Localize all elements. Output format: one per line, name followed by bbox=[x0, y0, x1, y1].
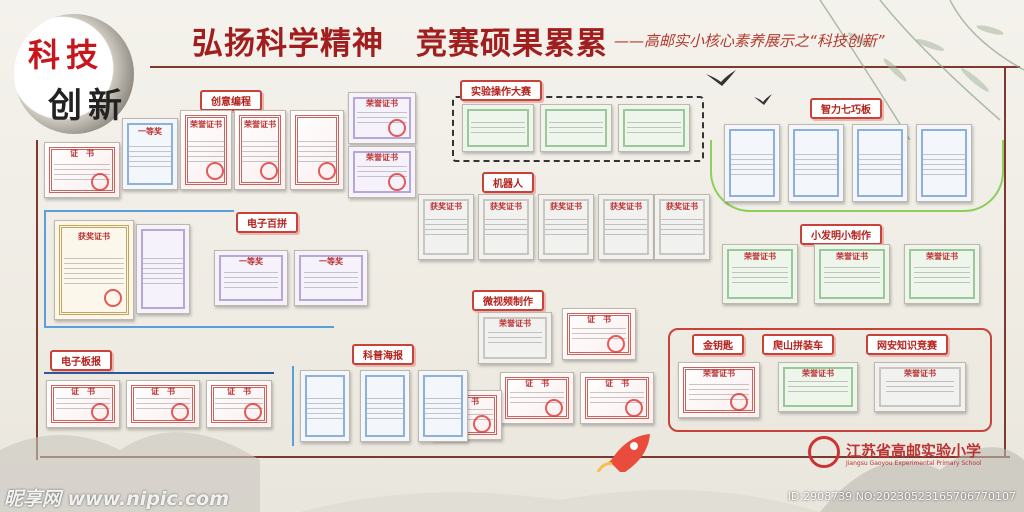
swallow-icon bbox=[706, 70, 736, 86]
science-poster-bracket bbox=[292, 366, 294, 446]
certificate: 荣誉证书 bbox=[348, 92, 416, 144]
frame-right-line bbox=[1004, 66, 1006, 456]
certificate: 证 书 bbox=[126, 380, 200, 428]
certificate: 获奖证书 bbox=[538, 194, 594, 260]
section-label-experiment: 实验操作大赛 bbox=[460, 80, 542, 101]
section-label-science-poster: 科普海报 bbox=[352, 344, 414, 365]
certificate: 一等奖 bbox=[294, 250, 368, 306]
certificate bbox=[724, 124, 780, 202]
certificate: 证 书 bbox=[206, 380, 272, 428]
certificate: 荣誉证书 bbox=[814, 244, 890, 304]
section-label-e-poster: 电子板报 bbox=[50, 350, 112, 371]
school-emblem-icon bbox=[808, 436, 840, 468]
school-name: 江苏省高邮实验小学 bbox=[846, 442, 982, 460]
watermark-id: ID:2908739 NO:20230523165706770107 bbox=[787, 490, 1016, 503]
certificate: 证 书 bbox=[46, 380, 120, 428]
seven-piece-group-outline bbox=[710, 140, 1004, 212]
experiment-group-outline bbox=[452, 96, 704, 162]
certificate: 荣誉证书 bbox=[904, 244, 980, 304]
section-label-safety-quiz: 网安知识竞赛 bbox=[866, 334, 948, 355]
certificate: 一等奖 bbox=[214, 250, 288, 306]
certificate bbox=[540, 104, 612, 152]
certificate bbox=[618, 104, 690, 152]
certificate bbox=[300, 370, 350, 442]
logo-char-ke: 科 bbox=[28, 36, 61, 74]
certificate bbox=[136, 224, 190, 314]
certificate: 获奖证书 bbox=[478, 194, 534, 260]
electronic-puzzle-bracket-top bbox=[44, 210, 234, 212]
certificate bbox=[916, 124, 972, 202]
logo-char-chuang: 创 bbox=[48, 86, 82, 126]
e-poster-bracket bbox=[44, 372, 274, 374]
certificate: 荣誉证书 bbox=[778, 362, 858, 412]
frame-top-line bbox=[150, 66, 1020, 68]
certificate: 荣誉证书 bbox=[722, 244, 798, 304]
certificate: 证 书 bbox=[562, 308, 636, 360]
certificate bbox=[462, 104, 534, 152]
frame-bottom-line bbox=[40, 456, 1010, 458]
certificate: 一等奖 bbox=[122, 118, 178, 190]
certificate: 证 书 bbox=[500, 372, 574, 424]
certificate: 获奖证书 bbox=[654, 194, 710, 260]
section-label-golden-key: 金钥匙 bbox=[692, 334, 744, 355]
section-label-creative-programming: 创意编程 bbox=[200, 90, 262, 111]
certificate: 荣誉证书 bbox=[874, 362, 966, 412]
certificate: 荣誉证书 bbox=[180, 110, 232, 190]
school-english-name: Jiangsu Gaoyou Experimental Primary Scho… bbox=[846, 460, 982, 467]
section-label-climbing-car: 爬山拼装车 bbox=[762, 334, 834, 355]
logo-char-xin: 新 bbox=[88, 86, 122, 126]
page-title: 弘扬科学精神 竞赛硕果累累 bbox=[192, 26, 608, 62]
electronic-puzzle-bracket-left bbox=[44, 210, 46, 328]
awards-group-outline bbox=[668, 328, 992, 432]
logo-ink-circle bbox=[14, 14, 134, 134]
certificate: 获奖证书 bbox=[598, 194, 654, 260]
electronic-puzzle-bracket-bottom bbox=[44, 326, 334, 328]
section-label-seven-piece: 智力七巧板 bbox=[810, 98, 882, 119]
certificate: 荣誉证书 bbox=[348, 146, 416, 198]
section-label-electronic-puzzle: 电子百拼 bbox=[236, 212, 298, 233]
certificate: 荣誉证书 bbox=[234, 110, 286, 190]
section-label-robot: 机器人 bbox=[482, 172, 534, 193]
section-label-invention: 小发明小制作 bbox=[800, 224, 882, 245]
certificate: 证 书 bbox=[44, 142, 120, 198]
certificate: 证 书 bbox=[580, 372, 654, 424]
swallow-icon bbox=[754, 94, 772, 105]
certificate: 获奖证书 bbox=[418, 194, 474, 260]
section-label-micro-video: 微视频制作 bbox=[472, 290, 544, 311]
certificate bbox=[788, 124, 844, 202]
certificate bbox=[418, 370, 468, 442]
bamboo-decoration bbox=[819, 0, 1024, 140]
landscape-decoration bbox=[0, 432, 1024, 512]
certificate: 荣誉证书 bbox=[478, 312, 552, 364]
certificate: 荣誉证书 bbox=[678, 362, 760, 418]
rocket-icon bbox=[596, 434, 650, 472]
certificate bbox=[852, 124, 908, 202]
logo-char-ji: 技 bbox=[66, 36, 99, 74]
certificate bbox=[360, 370, 410, 442]
page-subtitle: ——高邮实小核心素养展示之“科技创新” bbox=[614, 32, 885, 50]
frame-left-line bbox=[36, 140, 38, 460]
certificate: 获奖证书 bbox=[54, 220, 134, 320]
watermark-site: 昵享网 www.nipic.com bbox=[4, 488, 230, 510]
certificate bbox=[290, 110, 344, 190]
